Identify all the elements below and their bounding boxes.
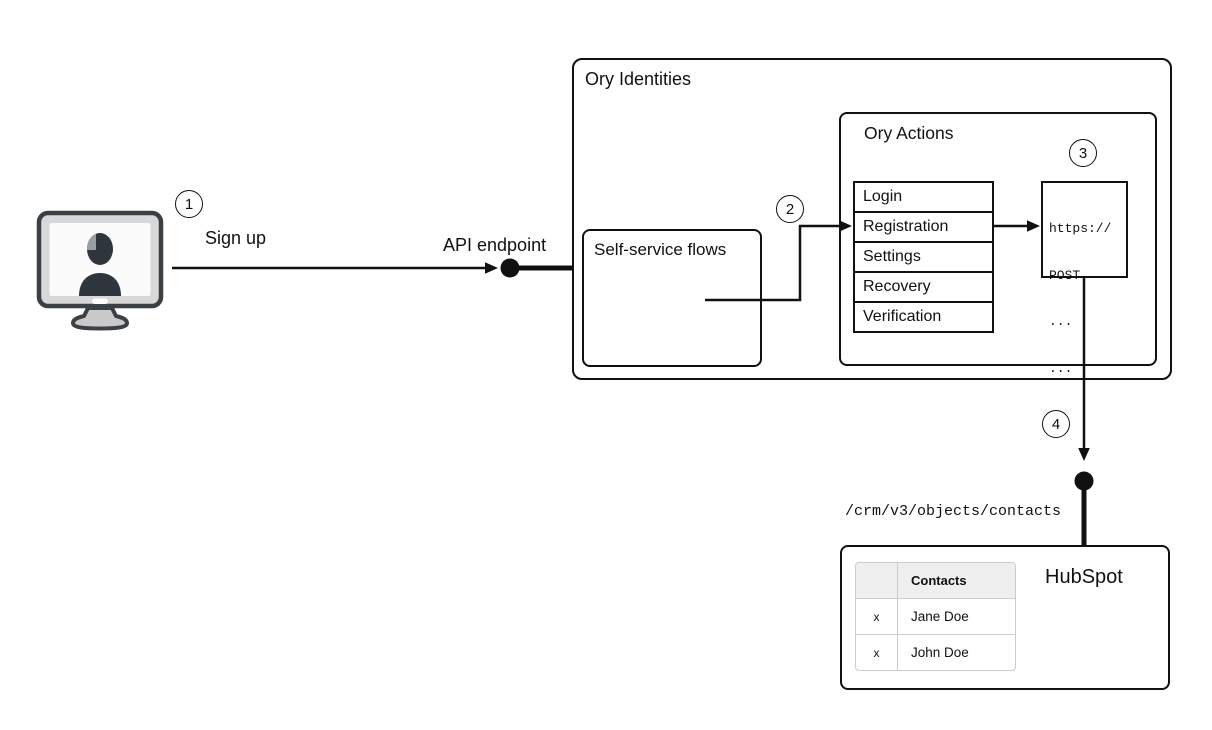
- flow-item-login: Login: [863, 188, 903, 205]
- hubspot-box: [840, 545, 1170, 690]
- webhook-code-line: https://: [1049, 221, 1112, 236]
- webhook-code-box: https:// POST ... ...: [1041, 181, 1128, 376]
- flow-item-registration: Registration: [855, 211, 992, 241]
- monitor-user-icon: [36, 210, 164, 331]
- user-silhouette-shoulders: [79, 273, 121, 296]
- webhook-code-line: ...: [1049, 360, 1073, 376]
- step-3-badge: 3: [1069, 139, 1097, 167]
- contact-name-cell: John Doe: [911, 645, 969, 660]
- contacts-table-row: x John Doe: [856, 634, 1015, 670]
- hubspot-title: HubSpot: [1045, 566, 1123, 588]
- self-service-flows-title: Self-service flows: [594, 240, 727, 259]
- contacts-header-empty-cell: [856, 563, 898, 598]
- contact-x-cell: x: [856, 599, 898, 634]
- monitor-button: [92, 298, 108, 304]
- webhook-code-line: ...: [1049, 314, 1073, 329]
- contact-x-cell: x: [856, 635, 898, 670]
- contacts-table-row: x Jane Doe: [856, 598, 1015, 634]
- sign-up-label: Sign up: [205, 228, 267, 248]
- contacts-table: Contacts x Jane Doe x John Doe: [855, 562, 1016, 671]
- ory-identities-title: Ory Identities: [585, 69, 692, 89]
- ory-actions-box: [839, 112, 1157, 366]
- webhook-code-line: POST: [1049, 267, 1081, 283]
- step-2-badge: 2: [776, 195, 804, 223]
- ory-identities-box: [572, 58, 1172, 380]
- contact-name-cell: Jane Doe: [911, 609, 969, 624]
- flow-item-verification: Verification: [855, 301, 992, 331]
- self-service-flows-box: [582, 229, 762, 367]
- flow-item-recovery: Recovery: [855, 271, 992, 301]
- step-1-badge: 1: [175, 190, 203, 218]
- api-endpoint-label: API endpoint: [443, 235, 547, 255]
- ory-actions-title: Ory Actions: [864, 123, 954, 143]
- flow-list: Login Registration Settings Recovery Ver…: [853, 181, 994, 333]
- monitor-stand: [71, 306, 129, 331]
- hubspot-endpoint-path: /crm/v3/objects/contacts: [845, 503, 1062, 520]
- step-4-badge: 4: [1042, 410, 1070, 438]
- contacts-header-cell: Contacts: [911, 573, 967, 588]
- flow-item-settings: Settings: [855, 241, 992, 271]
- contacts-table-header-row: Contacts: [856, 563, 1015, 598]
